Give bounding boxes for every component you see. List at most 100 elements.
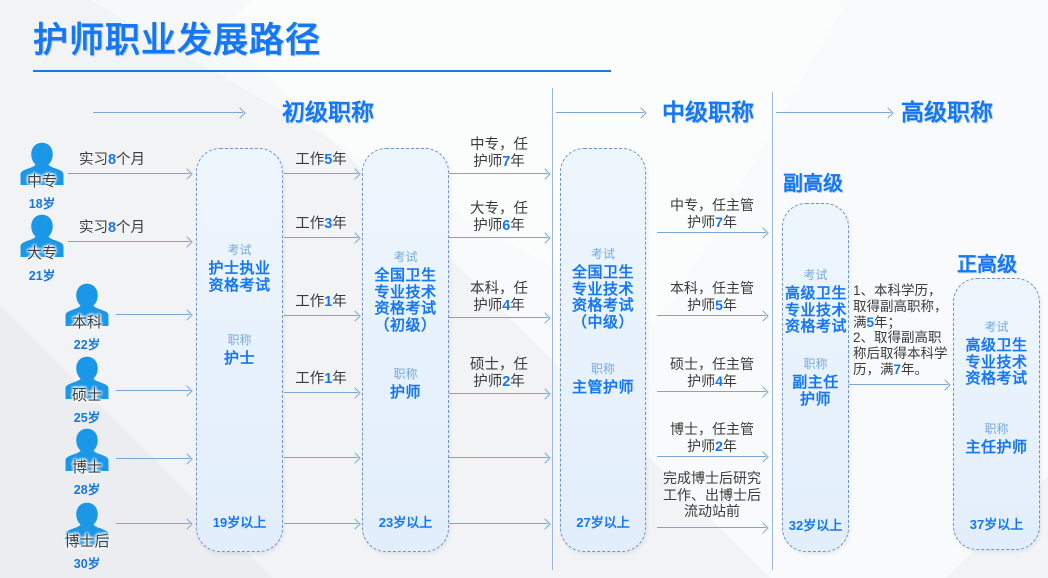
exam-name-line: 专业技术 [785, 301, 848, 319]
exam-section: 考试 护士执业 资格考试 [199, 241, 280, 294]
note-line: 满5年； [853, 314, 902, 330]
exam-box-full-senior: 考试 高级卫生 专业技术 资格考试 职称 主任护师 37岁以上 [953, 278, 1040, 550]
flow-arrow [449, 523, 548, 524]
person-age: 30岁 [73, 557, 101, 571]
arrow-label-work: 工作3年 [295, 216, 347, 232]
min-age: 27岁以上 [576, 515, 630, 530]
label-line: 硕士，任主管 [670, 356, 754, 372]
note-line: 2、取得副高职 [853, 330, 942, 346]
arrow-label-postdoc: 完成博士后研究 工作、出博士后 流动站前 [650, 470, 774, 520]
title-section: 职称 主任护师 [956, 420, 1037, 457]
title-name-line: 副主任 [792, 374, 839, 391]
flow-arrow [284, 523, 358, 524]
flow-arrow [657, 232, 766, 233]
person-shuoshi: 硕士 25岁 [61, 354, 113, 426]
title-section-label: 职称 [984, 422, 1009, 436]
stage-divider-1 [552, 88, 553, 570]
exam-name-line: （中级） [571, 313, 634, 331]
exam-section: 考试 全国卫生 专业技术 资格考试 （中级） [563, 245, 643, 331]
label-line: 护师7年 [687, 213, 737, 230]
person-name: 中专 [26, 173, 57, 190]
exam-name-line: 资格考试 [208, 276, 271, 294]
person-icon [65, 356, 109, 399]
flow-arrow [449, 457, 548, 458]
label-line: 本科，任 [470, 281, 528, 297]
label-line: 完成博士后研究 [663, 470, 761, 486]
arrow-label-to-intermediate: 硕士，任 护师2年 [443, 357, 555, 391]
person-icon [20, 142, 64, 185]
label-line: 护师2年 [687, 437, 737, 454]
flow-arrow [284, 392, 358, 393]
stage-header-senior: 高级职称 [901, 99, 993, 125]
arrow-label-to-intermediate: 大专，任 护师6年 [443, 201, 555, 235]
title-section: 职称 副主任 护师 [785, 355, 846, 408]
label-line: 护师4年 [473, 298, 525, 314]
title-name-line: 护师 [389, 384, 421, 401]
exam-section-label: 考试 [393, 250, 418, 264]
flow-arrow [68, 173, 190, 174]
flow-arrow [284, 173, 358, 174]
exam-box-junior: 考试 全国卫生 专业技术 资格考试 （初级） 职称 护师 23岁以上 [362, 148, 449, 552]
person-name: 博士 [71, 459, 102, 476]
label-line: 护师2年 [473, 374, 525, 390]
title-section-label: 职称 [803, 357, 828, 371]
exam-name-line: 全国卫生 [374, 267, 437, 284]
stage-divider-2 [772, 92, 773, 570]
flow-arrow [68, 241, 190, 242]
stage-header-intermediate: 中级职称 [662, 99, 754, 125]
arrow-label-to-sub-senior: 本科，任主管 护师5年 [650, 280, 774, 313]
note-line: 称后取得本科学 [853, 346, 948, 362]
flow-arrow [657, 391, 766, 392]
flow-arrow [284, 315, 358, 316]
person-name: 博士后 [64, 533, 110, 550]
arrow-label-intern: 实习8个月 [78, 152, 146, 168]
exam-box-sub-senior: 考试 高级卫生 专业技术 资格考试 职称 副主任 护师 32岁以上 [782, 203, 849, 552]
label-line: 博士，任主管 [670, 421, 754, 437]
arrow-label-to-sub-senior: 博士，任主管 护师2年 [650, 421, 774, 454]
page-title: 护师职业发展路径 [33, 21, 322, 60]
stage-arrow-intermediate [556, 112, 644, 113]
label-line: 护师7年 [473, 154, 525, 170]
exam-section-label: 考试 [590, 247, 615, 261]
person-age: 21岁 [28, 269, 56, 283]
exam-section: 考试 高级卫生 专业技术 资格考试 [785, 266, 848, 336]
person-zhongzhuan: 中专 18岁 [16, 140, 68, 212]
flow-arrow [657, 527, 766, 528]
flow-arrow [449, 237, 548, 238]
label-line: 本科，任主管 [670, 280, 754, 296]
title-section: 职称 护师 [365, 365, 446, 402]
exam-name-line: 护士执业 [208, 260, 271, 277]
min-age: 23岁以上 [378, 515, 433, 530]
person-age: 25岁 [73, 411, 101, 425]
person-name: 大专 [26, 245, 57, 262]
note-line: 1、本科学历， [853, 283, 942, 298]
flow-arrow [449, 317, 548, 318]
arrow-label-to-sub-senior: 中专，任主管 护师7年 [650, 197, 774, 230]
label-line: 流动站前 [684, 503, 740, 519]
person-boshi: 博士 28岁 [61, 426, 113, 498]
arrow-label-work: 工作1年 [295, 371, 347, 387]
person-icon [20, 214, 64, 257]
person-icon [65, 428, 109, 471]
label-line: 护师4年 [687, 372, 737, 389]
exam-name-line: 全国卫生 [571, 264, 634, 281]
sub-header-full-senior: 正高级 [957, 254, 1017, 276]
arrow-label-work: 工作1年 [295, 294, 347, 310]
label-line: 大专，任 [470, 201, 528, 217]
label-line: 硕士，任 [470, 357, 528, 373]
person-name: 本科 [71, 314, 102, 331]
flow-arrow [449, 173, 548, 174]
title-name-line: 主管护师 [571, 379, 634, 396]
stage-header-junior: 初级职称 [282, 99, 374, 125]
person-age: 18岁 [28, 197, 56, 211]
promotion-note: 1、本科学历， 取得副高职称， 满5年； 2、取得副高职 称后取得本科学 历，满… [853, 283, 948, 378]
title-section: 职称 护士 [199, 331, 280, 368]
exam-name-line: 资格考试 [571, 297, 634, 314]
person-age: 28岁 [73, 483, 101, 497]
title-section-label: 职称 [393, 367, 418, 381]
flow-arrow [116, 314, 190, 315]
exam-name-line: 专业技术 [374, 283, 437, 301]
sub-header-sub-senior: 副高级 [783, 173, 843, 195]
arrow-label-to-intermediate: 中专，任 护师7年 [443, 137, 555, 171]
min-age: 32岁以上 [788, 518, 843, 533]
